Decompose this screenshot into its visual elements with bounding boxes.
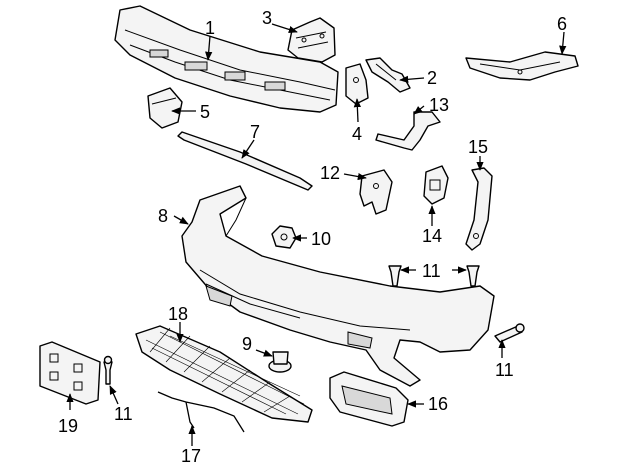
bracket-13 bbox=[375, 111, 441, 151]
push-pin-11a bbox=[388, 265, 402, 287]
callout-5: 5 bbox=[200, 102, 210, 122]
callout-1: 1 bbox=[205, 18, 215, 38]
callout-18: 18 bbox=[168, 304, 188, 324]
callout-17: 17 bbox=[181, 446, 201, 466]
callout-9: 9 bbox=[242, 334, 252, 354]
callout-8: 8 bbox=[158, 206, 168, 226]
callout-11-b: 11 bbox=[495, 360, 514, 380]
cap-9 bbox=[268, 351, 292, 373]
clip-10 bbox=[271, 225, 297, 249]
push-pin-11c bbox=[494, 323, 525, 343]
impact-bar bbox=[114, 5, 339, 113]
trim-strip-7 bbox=[177, 131, 313, 191]
mounting-bracket-3 bbox=[287, 17, 336, 63]
callout-6: 6 bbox=[557, 14, 567, 34]
bumper-cover bbox=[181, 185, 495, 387]
callout-11-a: 11 bbox=[422, 261, 441, 281]
absorber-block-5 bbox=[147, 87, 183, 129]
callout-15: 15 bbox=[468, 137, 488, 157]
callout-11-c: 11 bbox=[114, 404, 133, 424]
callout-13: 13 bbox=[429, 95, 449, 115]
bracket-12 bbox=[359, 169, 393, 215]
push-pin-11d bbox=[103, 355, 113, 385]
callout-7: 7 bbox=[250, 122, 260, 142]
callout-2: 2 bbox=[427, 68, 437, 88]
side-bracket-6 bbox=[465, 51, 579, 81]
callout-19: 19 bbox=[58, 416, 78, 436]
callout-3: 3 bbox=[262, 8, 272, 28]
callout-4: 4 bbox=[352, 124, 362, 144]
callout-14: 14 bbox=[422, 226, 442, 246]
leader-lines bbox=[66, 23, 567, 446]
callout-10: 10 bbox=[311, 229, 331, 249]
push-pin-11b bbox=[466, 265, 480, 287]
license-bracket-19 bbox=[39, 341, 101, 405]
callout-12: 12 bbox=[320, 163, 340, 183]
bracket-15 bbox=[465, 167, 493, 251]
bracket-14 bbox=[423, 165, 449, 205]
bracket-4 bbox=[345, 63, 369, 105]
lower-grille-18 bbox=[135, 325, 313, 423]
fog-bezel-16 bbox=[329, 371, 409, 427]
callout-16: 16 bbox=[428, 394, 448, 414]
bracket-2 bbox=[365, 57, 411, 93]
